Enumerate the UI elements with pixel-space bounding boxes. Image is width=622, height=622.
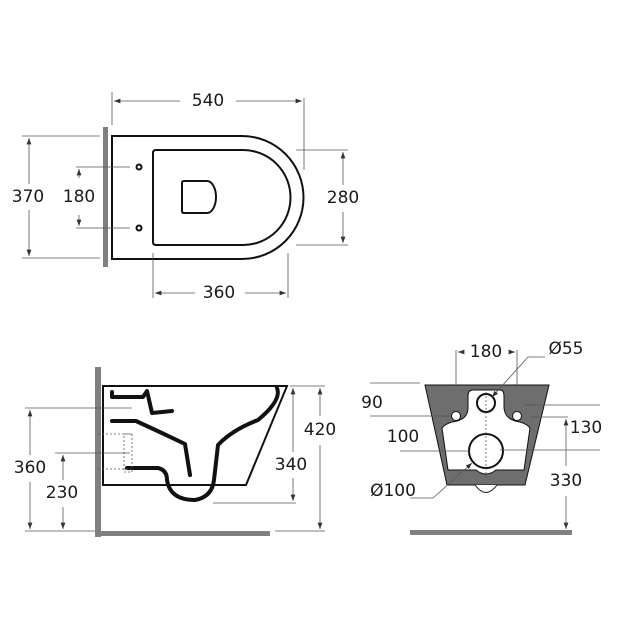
dim-depth: 370 — [12, 187, 44, 207]
dim-front-width: 280 — [327, 188, 359, 208]
fixing-hole-icon — [135, 224, 143, 232]
dim-fixing-to-outlet: 100 — [387, 427, 419, 447]
top-view: 540 370 180 280 360 — [12, 91, 359, 303]
fixing-hole-icon — [451, 411, 461, 421]
bowl-profile — [125, 386, 280, 502]
side-bounds — [102, 385, 289, 486]
flush-rim — [110, 389, 174, 415]
dim-fixing-spacing: 180 — [63, 187, 95, 207]
dim-fixing-offset: 130 — [570, 418, 602, 438]
outlet-circle — [468, 433, 504, 469]
floor-side-view — [95, 531, 270, 536]
dim-outlet-height-back: 330 — [550, 471, 582, 491]
dim-total-height: 420 — [304, 420, 336, 440]
side-view: 420 340 360 230 — [14, 367, 336, 537]
seat-opening — [181, 180, 217, 214]
fixing-hole-icon — [135, 163, 143, 171]
dim-top-offset: 90 — [361, 393, 383, 413]
fixing-hole-icon — [512, 411, 522, 421]
dim-inlet-diameter: Ø55 — [548, 339, 583, 359]
dim-fixing-spacing-back: 180 — [470, 342, 502, 362]
dim-inlet-height: 230 — [46, 483, 78, 503]
dim-width: 540 — [192, 91, 224, 111]
dim-outlet-diameter: Ø100 — [370, 481, 416, 501]
seat-outline — [152, 149, 292, 246]
dim-outlet-height: 360 — [14, 458, 46, 478]
wall-side-view — [95, 367, 101, 537]
back-view: 180 Ø55 90 100 130 330 Ø100 — [361, 339, 602, 535]
wall-top-view — [103, 127, 108, 267]
dim-bowl-length: 360 — [203, 283, 235, 303]
dim-bowl-height: 340 — [275, 455, 307, 475]
bowl-outline-top — [111, 135, 305, 260]
floor-back-view — [410, 530, 572, 535]
trapway — [110, 419, 192, 477]
